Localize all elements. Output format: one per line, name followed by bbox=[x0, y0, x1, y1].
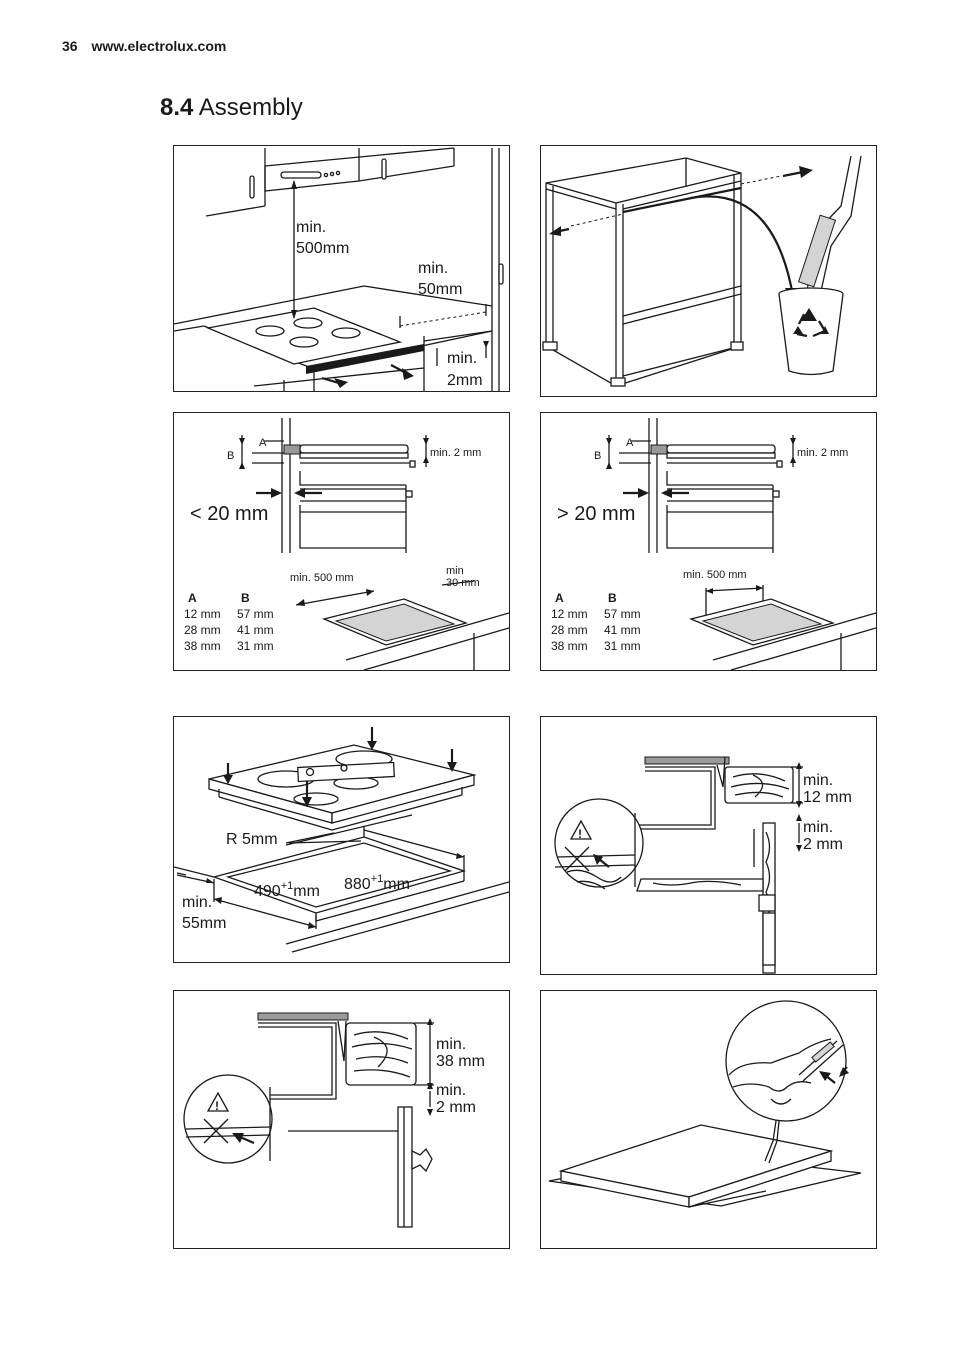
cross-icon bbox=[564, 846, 590, 872]
wall-distance-label: 50mm bbox=[418, 281, 462, 298]
front-distance-label: 55mm bbox=[182, 915, 226, 932]
thickness-min-label: min. bbox=[803, 772, 833, 789]
warning-triangle-icon: ! bbox=[206, 1091, 230, 1113]
distance-label: > 20 mm bbox=[557, 503, 635, 525]
table-cell: 41 mm bbox=[237, 623, 274, 637]
panel-cutout-less-20: A B min. 2 mm < 20 mm min. 500 mm min 30… bbox=[173, 412, 510, 671]
panel-kitchen-clearances: min. 500mm min. 50mm min. 2mm bbox=[173, 145, 510, 392]
warning-glyph: ! bbox=[578, 827, 582, 841]
a-label: A bbox=[626, 437, 634, 449]
page-header: 36 www.electrolux.com bbox=[62, 38, 226, 54]
page-number: 36 bbox=[62, 38, 78, 54]
apply-seal-illustration bbox=[548, 1000, 862, 1208]
gap-distance-label: 2mm bbox=[447, 372, 483, 389]
dimension-table: A B 12 mm 57 mm 28 mm 41 mm 38 mm 31 mm bbox=[551, 591, 641, 653]
kitchen-clearance-illustration: min. 500mm min. 50mm min. 2mm bbox=[174, 147, 504, 391]
gap-label: 2 mm bbox=[436, 1099, 476, 1116]
table-cell: 57 mm bbox=[237, 607, 274, 621]
table-header-a: A bbox=[188, 591, 197, 605]
width-unit: mm bbox=[383, 876, 410, 893]
thickness-min-label: min. bbox=[436, 1036, 466, 1053]
warning-glyph: ! bbox=[215, 1099, 219, 1113]
table-cell: 31 mm bbox=[237, 639, 274, 653]
depth-tolerance: +1 bbox=[281, 880, 294, 892]
worktop-12mm-illustration: min. 12 mm min. 2 mm ! bbox=[554, 756, 852, 974]
table-cell: 31 mm bbox=[604, 639, 641, 653]
dimension-table: A B 12 mm 57 mm 28 mm 41 mm 38 mm 31 mm bbox=[184, 591, 274, 653]
panel-remove-crossbar bbox=[540, 145, 877, 397]
recycle-icon bbox=[793, 308, 829, 338]
width-tolerance: +1 bbox=[371, 873, 384, 885]
cutout-dimensions-illustration: R 5mm 490+1mm 880+1mm min. 55mm bbox=[174, 727, 509, 953]
website-url[interactable]: www.electrolux.com bbox=[91, 38, 227, 54]
width-dimension: 880+1mm bbox=[344, 873, 410, 893]
gap-label: min. 2 mm bbox=[797, 447, 848, 459]
worktop-38mm-illustration: min. 38 mm min. 2 mm ! bbox=[183, 1012, 485, 1228]
panel-cutout-more-20: A B min. 2 mm > 20 mm min. 500 mm A B 12… bbox=[540, 412, 877, 671]
radius-label: R 5mm bbox=[226, 831, 278, 848]
panel-apply-seal bbox=[540, 990, 877, 1249]
table-cell: 12 mm bbox=[184, 607, 221, 621]
table-header-a: A bbox=[555, 591, 564, 605]
table-cell: 38 mm bbox=[551, 639, 588, 653]
gap-label: 2 mm bbox=[803, 836, 843, 853]
table-cell: 28 mm bbox=[184, 623, 221, 637]
hood-min-label: min. bbox=[296, 219, 326, 236]
table-header-b: B bbox=[241, 591, 250, 605]
panel-cutout-dimensions: R 5mm 490+1mm 880+1mm min. 55mm bbox=[173, 716, 510, 963]
wall-min-label: min. bbox=[418, 260, 448, 277]
front-min-label: min. bbox=[182, 894, 212, 911]
cutout-less-20-illustration: A B min. 2 mm < 20 mm min. 500 mm min 30… bbox=[184, 418, 509, 670]
table-cell: 41 mm bbox=[604, 623, 641, 637]
table-cell: 38 mm bbox=[184, 639, 221, 653]
section-title: 8.4 Assembly bbox=[160, 94, 303, 122]
cutout-more-20-illustration: A B min. 2 mm > 20 mm min. 500 mm A B 12… bbox=[551, 418, 876, 670]
table-header-b: B bbox=[608, 591, 617, 605]
gap-min-label: min. bbox=[436, 1082, 466, 1099]
side-min-label: min bbox=[446, 565, 464, 577]
a-label: A bbox=[259, 437, 267, 449]
table-cell: 57 mm bbox=[604, 607, 641, 621]
gap-min-label: min. bbox=[803, 819, 833, 836]
section-number: 8.4 bbox=[160, 94, 194, 121]
remove-crossbar-illustration bbox=[542, 155, 862, 387]
depth-dimension: 490+1mm bbox=[254, 880, 320, 900]
panel-worktop-12mm: min. 12 mm min. 2 mm ! bbox=[540, 716, 877, 975]
table-cell: 28 mm bbox=[551, 623, 588, 637]
warning-triangle-icon: ! bbox=[569, 819, 593, 841]
hood-distance-label: 500mm bbox=[296, 240, 349, 257]
depth-unit: mm bbox=[293, 883, 320, 900]
b-label: B bbox=[227, 450, 234, 462]
width-value: 880 bbox=[344, 876, 371, 893]
panel-worktop-38mm: min. 38 mm min. 2 mm ! bbox=[173, 990, 510, 1249]
depth-label: min. 500 mm bbox=[683, 569, 747, 581]
b-label: B bbox=[594, 450, 601, 462]
gap-min-label: min. bbox=[447, 350, 477, 367]
cross-icon bbox=[203, 1118, 229, 1144]
depth-label: min. 500 mm bbox=[290, 572, 354, 584]
gap-label: min. 2 mm bbox=[430, 447, 481, 459]
table-cell: 12 mm bbox=[551, 607, 588, 621]
thickness-label: 12 mm bbox=[803, 789, 852, 806]
section-title-text: Assembly bbox=[198, 94, 303, 121]
thickness-label: 38 mm bbox=[436, 1053, 485, 1070]
depth-value: 490 bbox=[254, 883, 281, 900]
distance-label: < 20 mm bbox=[190, 503, 268, 525]
